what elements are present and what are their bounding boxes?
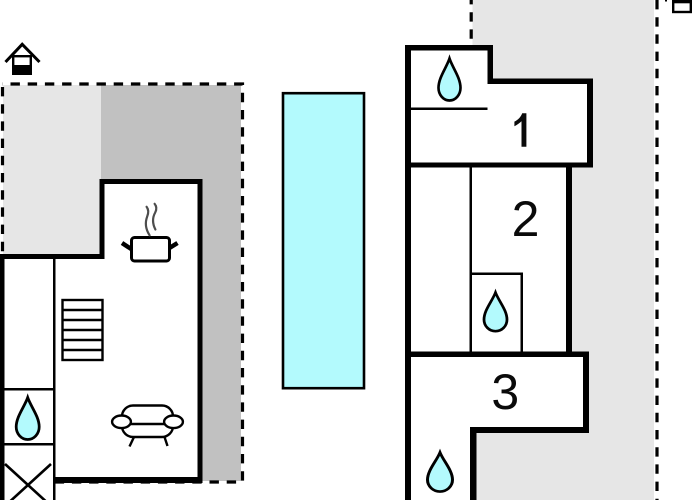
svg-text:2: 2 — [512, 191, 540, 247]
svg-text:3: 3 — [491, 364, 519, 420]
